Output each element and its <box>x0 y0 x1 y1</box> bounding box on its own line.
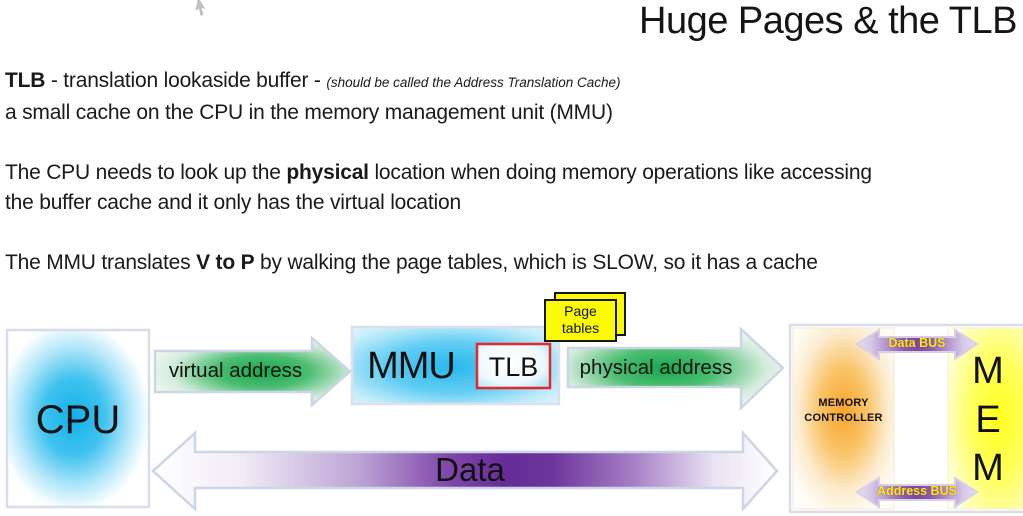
mem-box <box>947 327 1023 510</box>
cpu-paragraph-pre: The CPU needs to look up the <box>5 161 287 184</box>
address-bus-arrow <box>855 476 979 509</box>
memory-controller-label: MEMORY CONTROLLER <box>804 397 883 424</box>
tlb-label: TLB <box>488 352 539 382</box>
mouse-cursor-icon <box>195 0 206 16</box>
physical-term: physical <box>286 161 369 184</box>
spacer <box>5 128 872 158</box>
cpu-paragraph-line2: the buffer cache and it only has the vir… <box>5 191 461 214</box>
virtual-address-label: virtual address <box>168 359 303 382</box>
mmu-label: MMU <box>367 345 456 387</box>
address-bus-label: Address BUS <box>877 484 957 498</box>
tlb-definition-line: TLB - translation lookaside buffer - (sh… <box>5 66 872 98</box>
mmu-paragraph-line: The MMU translates V to P by walking the… <box>5 248 872 278</box>
cpu-paragraph-line1: The CPU needs to look up the physical lo… <box>5 158 872 188</box>
data-bus-label: Data BUS <box>888 336 946 350</box>
cpu-paragraph-post: location when doing memory operations li… <box>368 161 872 184</box>
data-arrow <box>151 429 779 513</box>
tlb-definition: - translation lookaside buffer - <box>45 69 327 92</box>
mmu-paragraph-pre: The MMU translates <box>5 251 197 274</box>
spacer <box>5 218 872 248</box>
mmu-paragraph-post: by walking the page tables, which is SLO… <box>254 251 818 274</box>
slide-title: Huge Pages & the TLB <box>639 0 1018 42</box>
virtual-address-arrow <box>153 335 352 408</box>
tlb-term: TLB <box>5 69 46 92</box>
tlb-box <box>475 342 552 390</box>
tlb-description-line: a small cache on the CPU in the memory m… <box>5 101 613 124</box>
cpu-box <box>5 328 151 509</box>
body-text: TLB - translation lookaside buffer - (sh… <box>5 66 872 278</box>
physical-address-arrow <box>566 326 785 411</box>
mem-label: M E M <box>972 350 1004 489</box>
data-label: Data <box>435 451 505 488</box>
page-tables-label: Page tables <box>561 303 600 336</box>
cpu-label: CPU <box>35 398 121 442</box>
data-bus-arrow <box>855 328 979 361</box>
tlb-definition-note: (should be called the Address Translatio… <box>326 75 621 90</box>
physical-address-label: physical address <box>579 356 733 379</box>
page-tables-note-front <box>544 299 617 342</box>
v-to-p-term: V to P <box>196 251 255 274</box>
